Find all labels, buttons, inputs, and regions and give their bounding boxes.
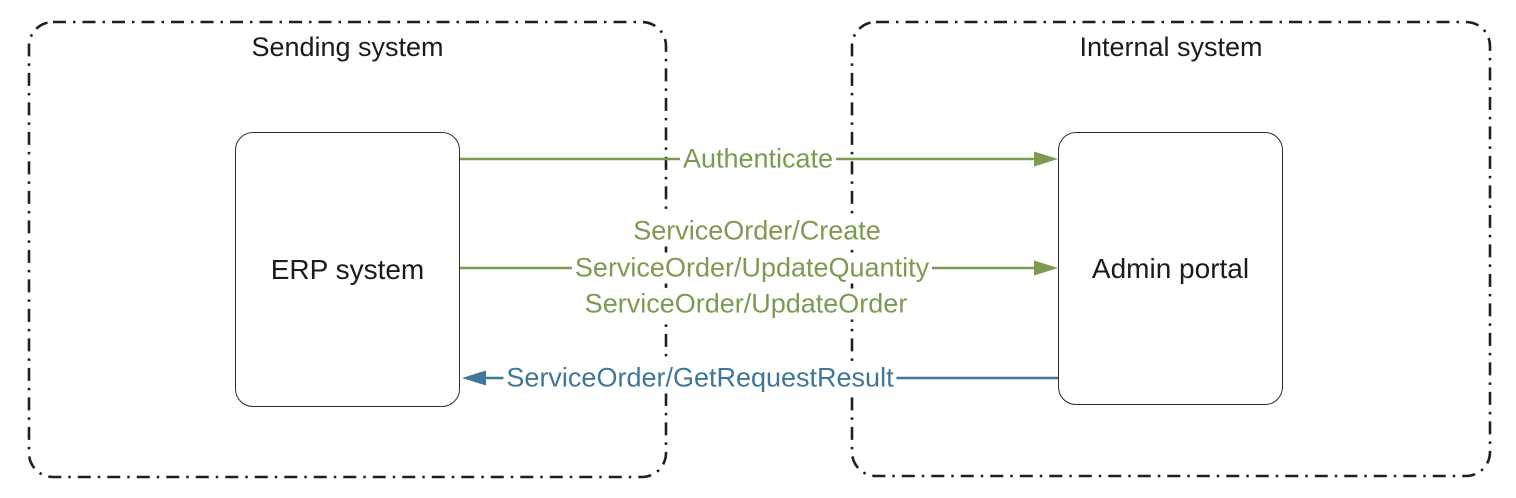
serviceorder-getrequestresult-label: ServiceOrder/GetRequestResult — [503, 362, 897, 394]
erp-system-label: ERP system — [270, 253, 425, 285]
internal-system-boundary — [850, 20, 1492, 478]
internal-system-title: Internal system — [1079, 32, 1263, 62]
authenticate-label: Authenticate — [679, 143, 837, 175]
getrequestresult-arrow-head — [462, 370, 486, 386]
authenticate-arrow-head — [1034, 151, 1058, 167]
sending-system-title: Sending system — [251, 32, 444, 62]
admin-portal-node: Admin portal — [1058, 132, 1283, 405]
sending-system-boundary — [27, 20, 668, 479]
serviceorder-create-label: ServiceOrder/Create — [630, 215, 884, 247]
erp-system-node: ERP system — [235, 132, 460, 407]
serviceorder-updatequantity-label: ServiceOrder/UpdateQuantity — [571, 252, 933, 284]
admin-portal-label: Admin portal — [1091, 252, 1250, 284]
serviceorder-updateorder-label: ServiceOrder/UpdateOrder — [581, 288, 911, 320]
serviceorder-arrow-head — [1034, 260, 1058, 276]
